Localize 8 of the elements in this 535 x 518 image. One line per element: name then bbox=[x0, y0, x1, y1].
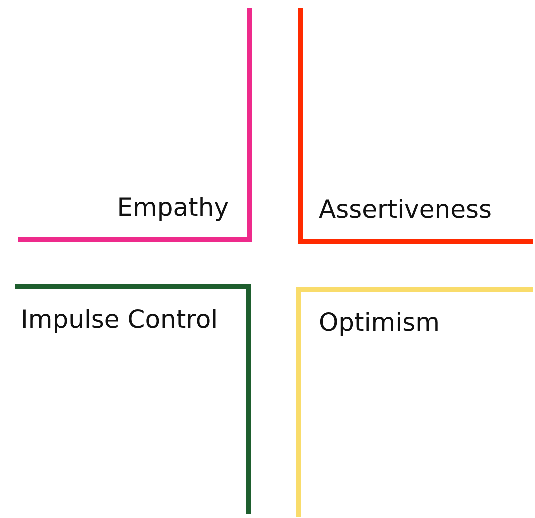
quadrant-label: Assertiveness bbox=[319, 195, 492, 225]
quadrant-label: Impulse Control bbox=[21, 305, 218, 335]
quadrant-label: Optimism bbox=[319, 308, 440, 338]
corner-bracket bbox=[18, 8, 252, 242]
corner-bracket bbox=[15, 284, 251, 514]
quadrant-label: Empathy bbox=[117, 193, 229, 223]
corner-bracket bbox=[296, 287, 533, 517]
corner-bracket bbox=[298, 8, 533, 244]
